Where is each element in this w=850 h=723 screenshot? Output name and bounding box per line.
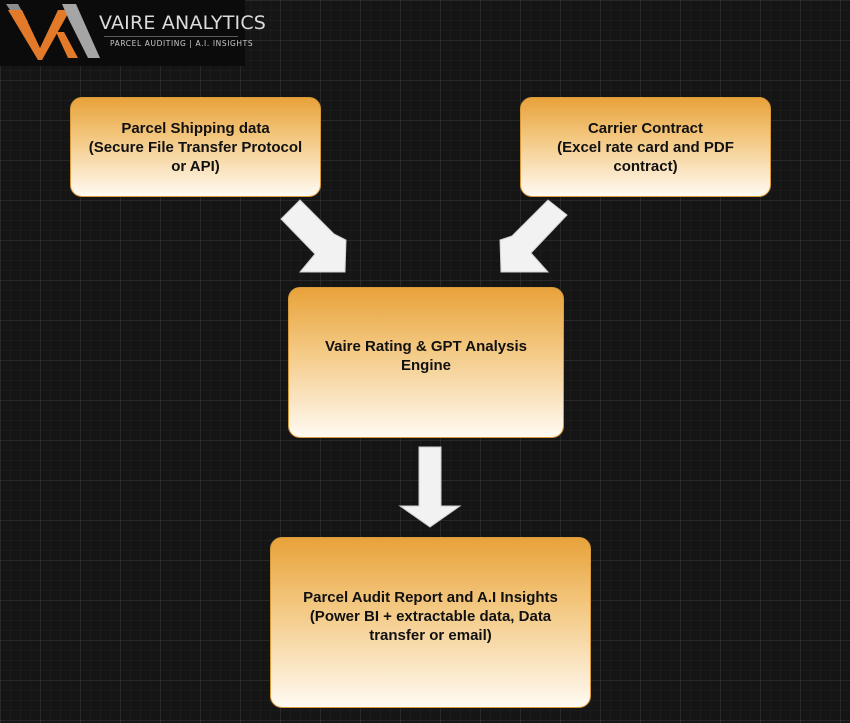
node-analysis-engine-text: Vaire Rating & GPT Analysis Engine (325, 337, 527, 375)
node-label: Carrier Contract (587, 119, 704, 137)
node-parcel-shipping-data: Parcel Shipping data (Secure File Transf… (70, 97, 321, 197)
node-label: contract) (613, 157, 678, 175)
arrow-shipping-to-engine (280, 199, 347, 273)
node-analysis-engine: Vaire Rating & GPT Analysis Engine (288, 287, 564, 438)
arrow-engine-to-report (398, 446, 462, 528)
logo-orange-a-shape (56, 32, 78, 58)
logo-grey-a-shape (62, 4, 100, 58)
node-label: (Secure File Transfer Protocol (88, 138, 303, 156)
arrow-contract-to-engine (499, 199, 568, 273)
vaire-logo-mark-icon (6, 4, 100, 60)
logo-orange-v-shape (8, 10, 70, 60)
node-label: transfer or email) (369, 626, 492, 644)
node-label: or API) (171, 157, 220, 175)
logo: VAIRE ANALYTICS PARCEL AUDITING | A.I. I… (0, 0, 266, 66)
node-label: Engine (400, 356, 451, 374)
logo-subtitle: PARCEL AUDITING | A.I. INSIGHTS (110, 39, 254, 48)
logo-divider (104, 36, 238, 37)
node-label: Vaire Rating & GPT Analysis (324, 337, 527, 355)
node-label: (Power BI + extractable data, Data (309, 607, 552, 625)
node-label: Parcel Shipping data (121, 119, 270, 137)
node-parcel-shipping-data-text: Parcel Shipping data (Secure File Transf… (89, 119, 302, 176)
node-label: (Excel rate card and PDF (557, 138, 734, 156)
logo-title: VAIRE ANALYTICS (99, 12, 267, 34)
node-audit-report-text: Parcel Audit Report and A.I Insights (Po… (303, 588, 558, 645)
node-label: Parcel Audit Report and A.I Insights (303, 588, 558, 606)
node-carrier-contract-text: Carrier Contract (Excel rate card and PD… (557, 119, 734, 176)
node-audit-report: Parcel Audit Report and A.I Insights (Po… (270, 537, 591, 708)
node-carrier-contract: Carrier Contract (Excel rate card and PD… (520, 97, 771, 197)
